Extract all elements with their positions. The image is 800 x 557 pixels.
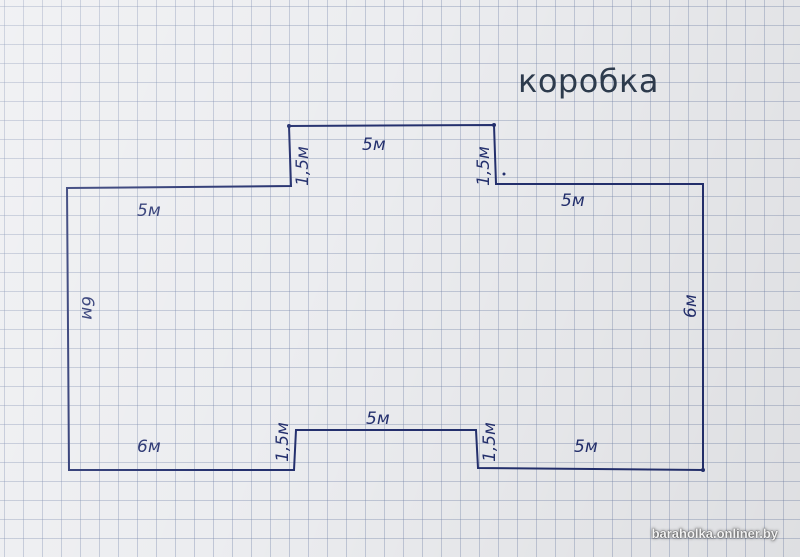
corner-dot [701, 468, 705, 472]
label-top-left-step: 1,5м [293, 146, 313, 186]
label-lower-right: 5м [574, 437, 598, 457]
corner-dot [492, 123, 496, 127]
label-top-center: 5м [362, 135, 386, 155]
label-top-right-step: 1,5м [474, 146, 494, 186]
label-lower-left: 6м [137, 437, 161, 457]
label-right-side: 6м [681, 294, 701, 318]
label-upper-left: 5м [137, 201, 161, 221]
stray-dot [502, 172, 506, 176]
label-left-side: 6м [77, 296, 97, 320]
watermark: baraholka.onliner.by [651, 526, 778, 541]
label-bottom-right-step: 1,5м [480, 422, 500, 462]
corner-dot [287, 124, 291, 128]
label-bottom-center: 5м [366, 409, 390, 429]
drawing-title: коробка [518, 62, 659, 100]
label-upper-right: 5м [561, 191, 585, 211]
label-bottom-left-step: 1,5м [273, 422, 293, 462]
